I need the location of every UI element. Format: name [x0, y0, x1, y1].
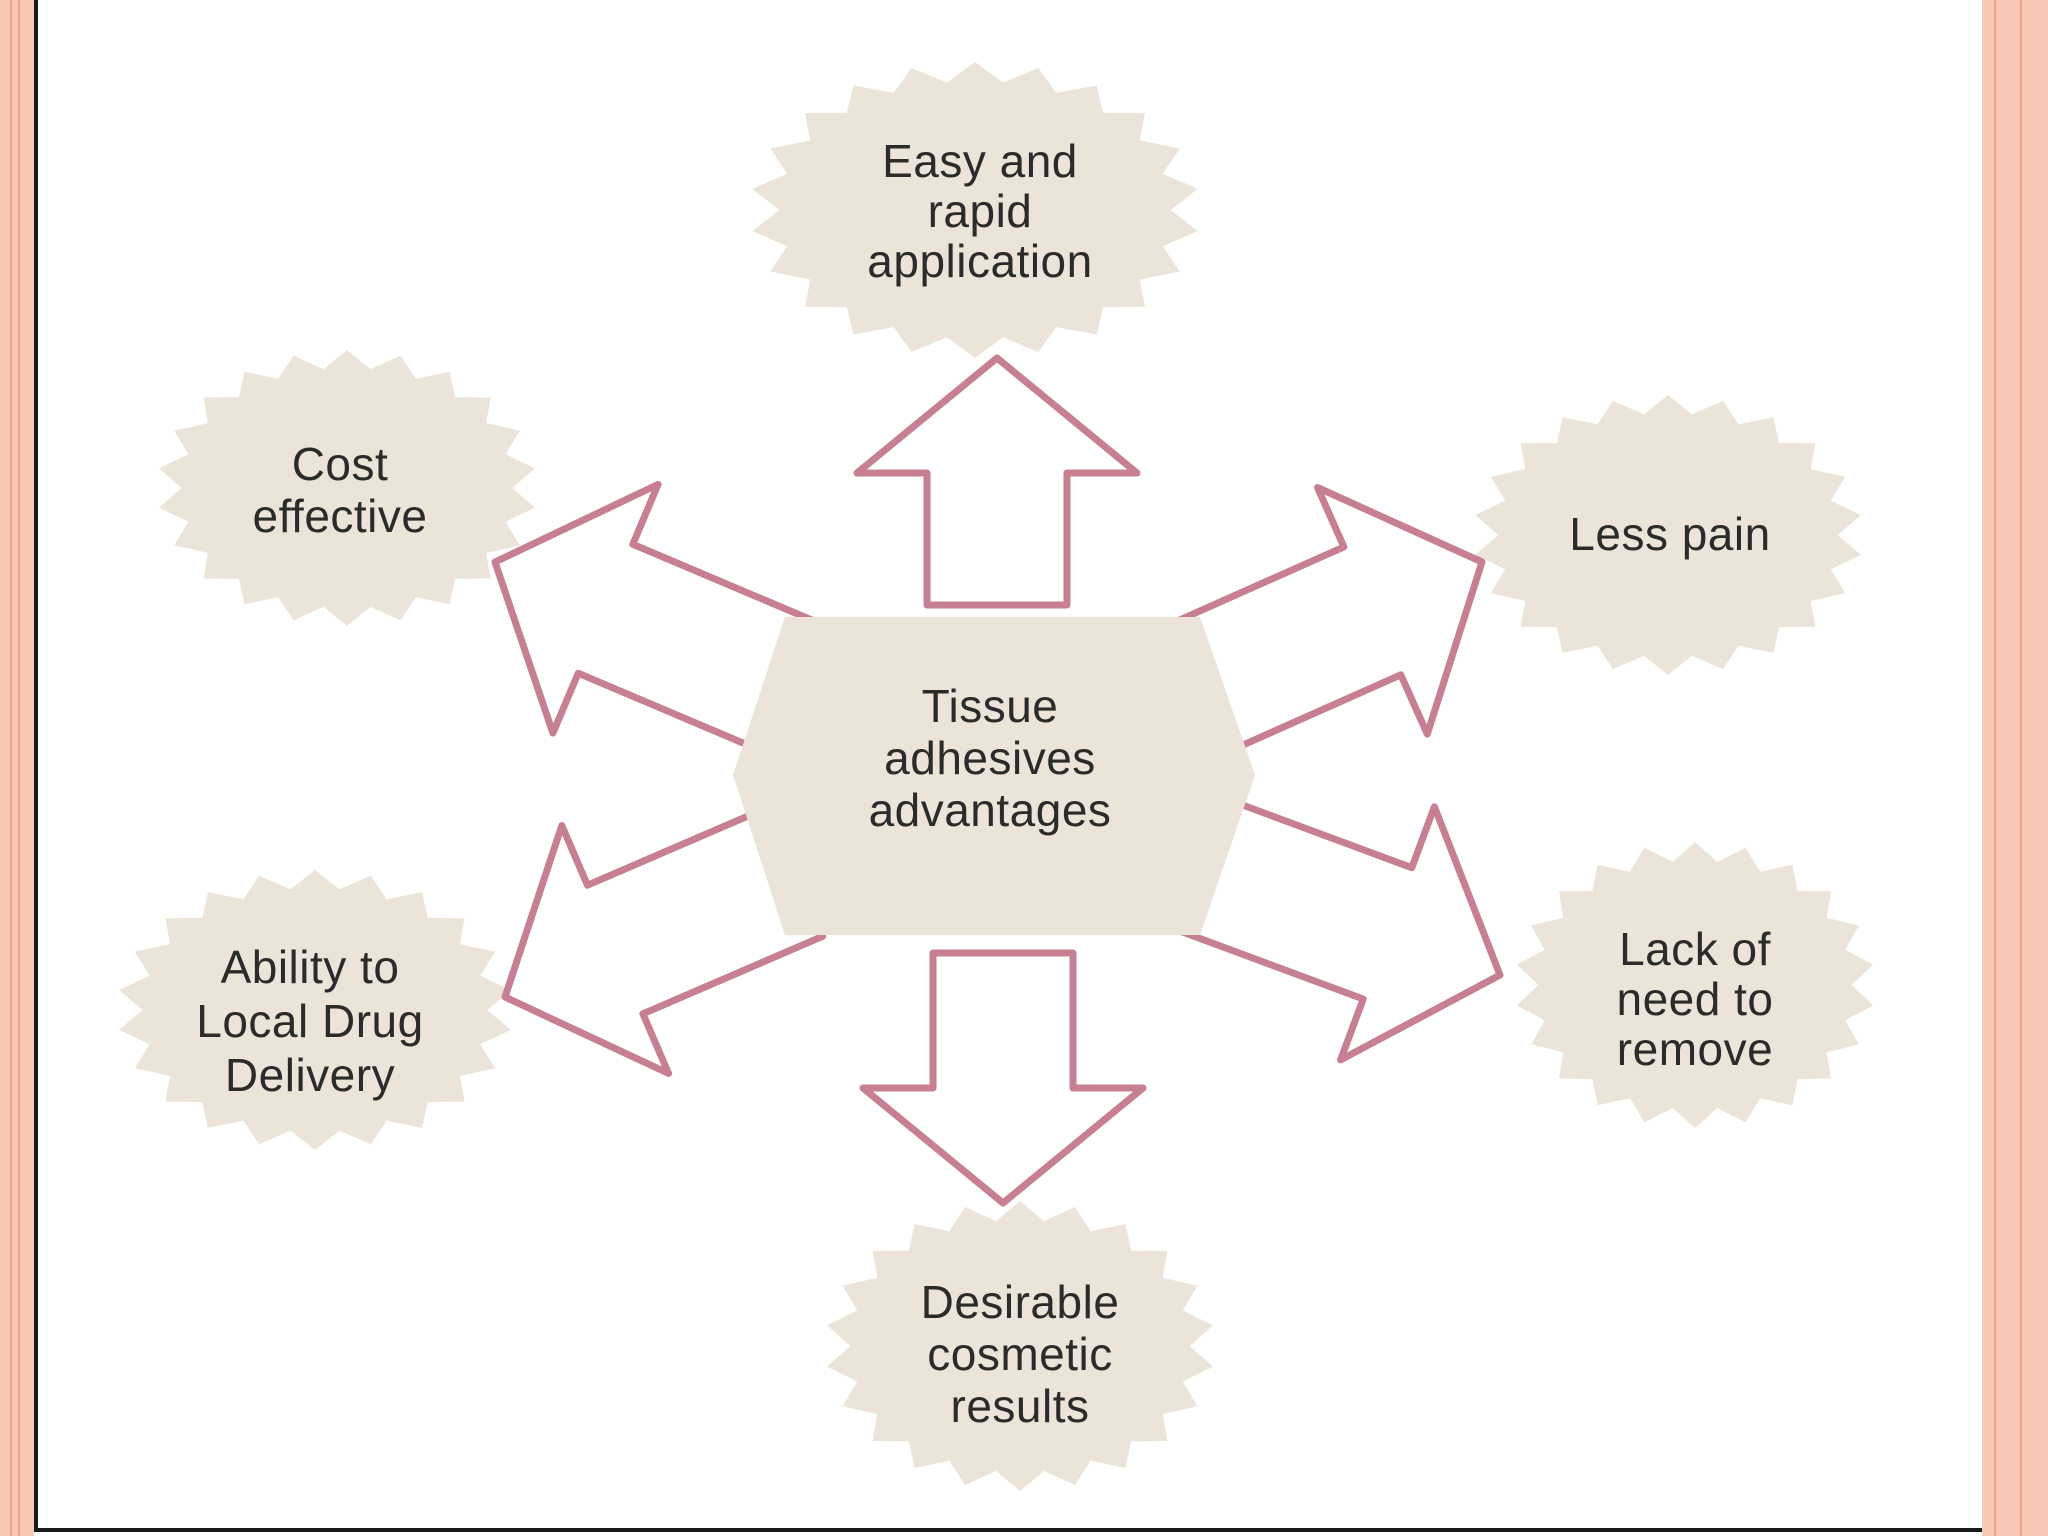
- advantage-no-removal: Lack of need to remove: [1616, 923, 1774, 1075]
- center-label: Tissue adhesives advantages: [868, 680, 1112, 836]
- right-frame-line: [2020, 0, 2022, 1536]
- block-arrow-up: [853, 354, 1141, 609]
- starburst-badge-pain: [1475, 395, 1861, 675]
- left-frame-line: [10, 0, 12, 1536]
- advantage-easy-rapid-application: Easy and rapid application: [867, 135, 1093, 287]
- advantage-cosmetic-results: Desirable cosmetic results: [920, 1276, 1120, 1432]
- starburst-badge-cost: [158, 350, 536, 626]
- advantage-local-drug-delivery: Ability to Local Drug Delivery: [196, 941, 424, 1101]
- advantage-cost-effective: Cost effective: [252, 438, 428, 542]
- block-arrow-upper-left: [491, 480, 819, 754]
- starburst-badge-lack: [1516, 842, 1874, 1128]
- starburst-badge-ability: [119, 870, 511, 1150]
- starburst-badge-cosmetic: [827, 1201, 1213, 1491]
- block-arrow-upper-right: [1158, 484, 1486, 760]
- center-hexagon: [733, 617, 1255, 935]
- block-arrow-lower-left: [501, 804, 827, 1077]
- left-frame-border: [0, 0, 34, 1536]
- right-frame-border: [1982, 0, 2048, 1536]
- block-arrow-down: [859, 949, 1147, 1207]
- badges-layer: [119, 62, 1874, 1491]
- left-frame-line: [18, 0, 20, 1536]
- right-frame-line: [1994, 0, 1996, 1536]
- block-arrow-lower-right: [1167, 792, 1504, 1064]
- arrows-layer: [491, 354, 1504, 1207]
- advantage-less-pain: Less pain: [1569, 508, 1771, 560]
- starburst-badge-top: [752, 62, 1198, 358]
